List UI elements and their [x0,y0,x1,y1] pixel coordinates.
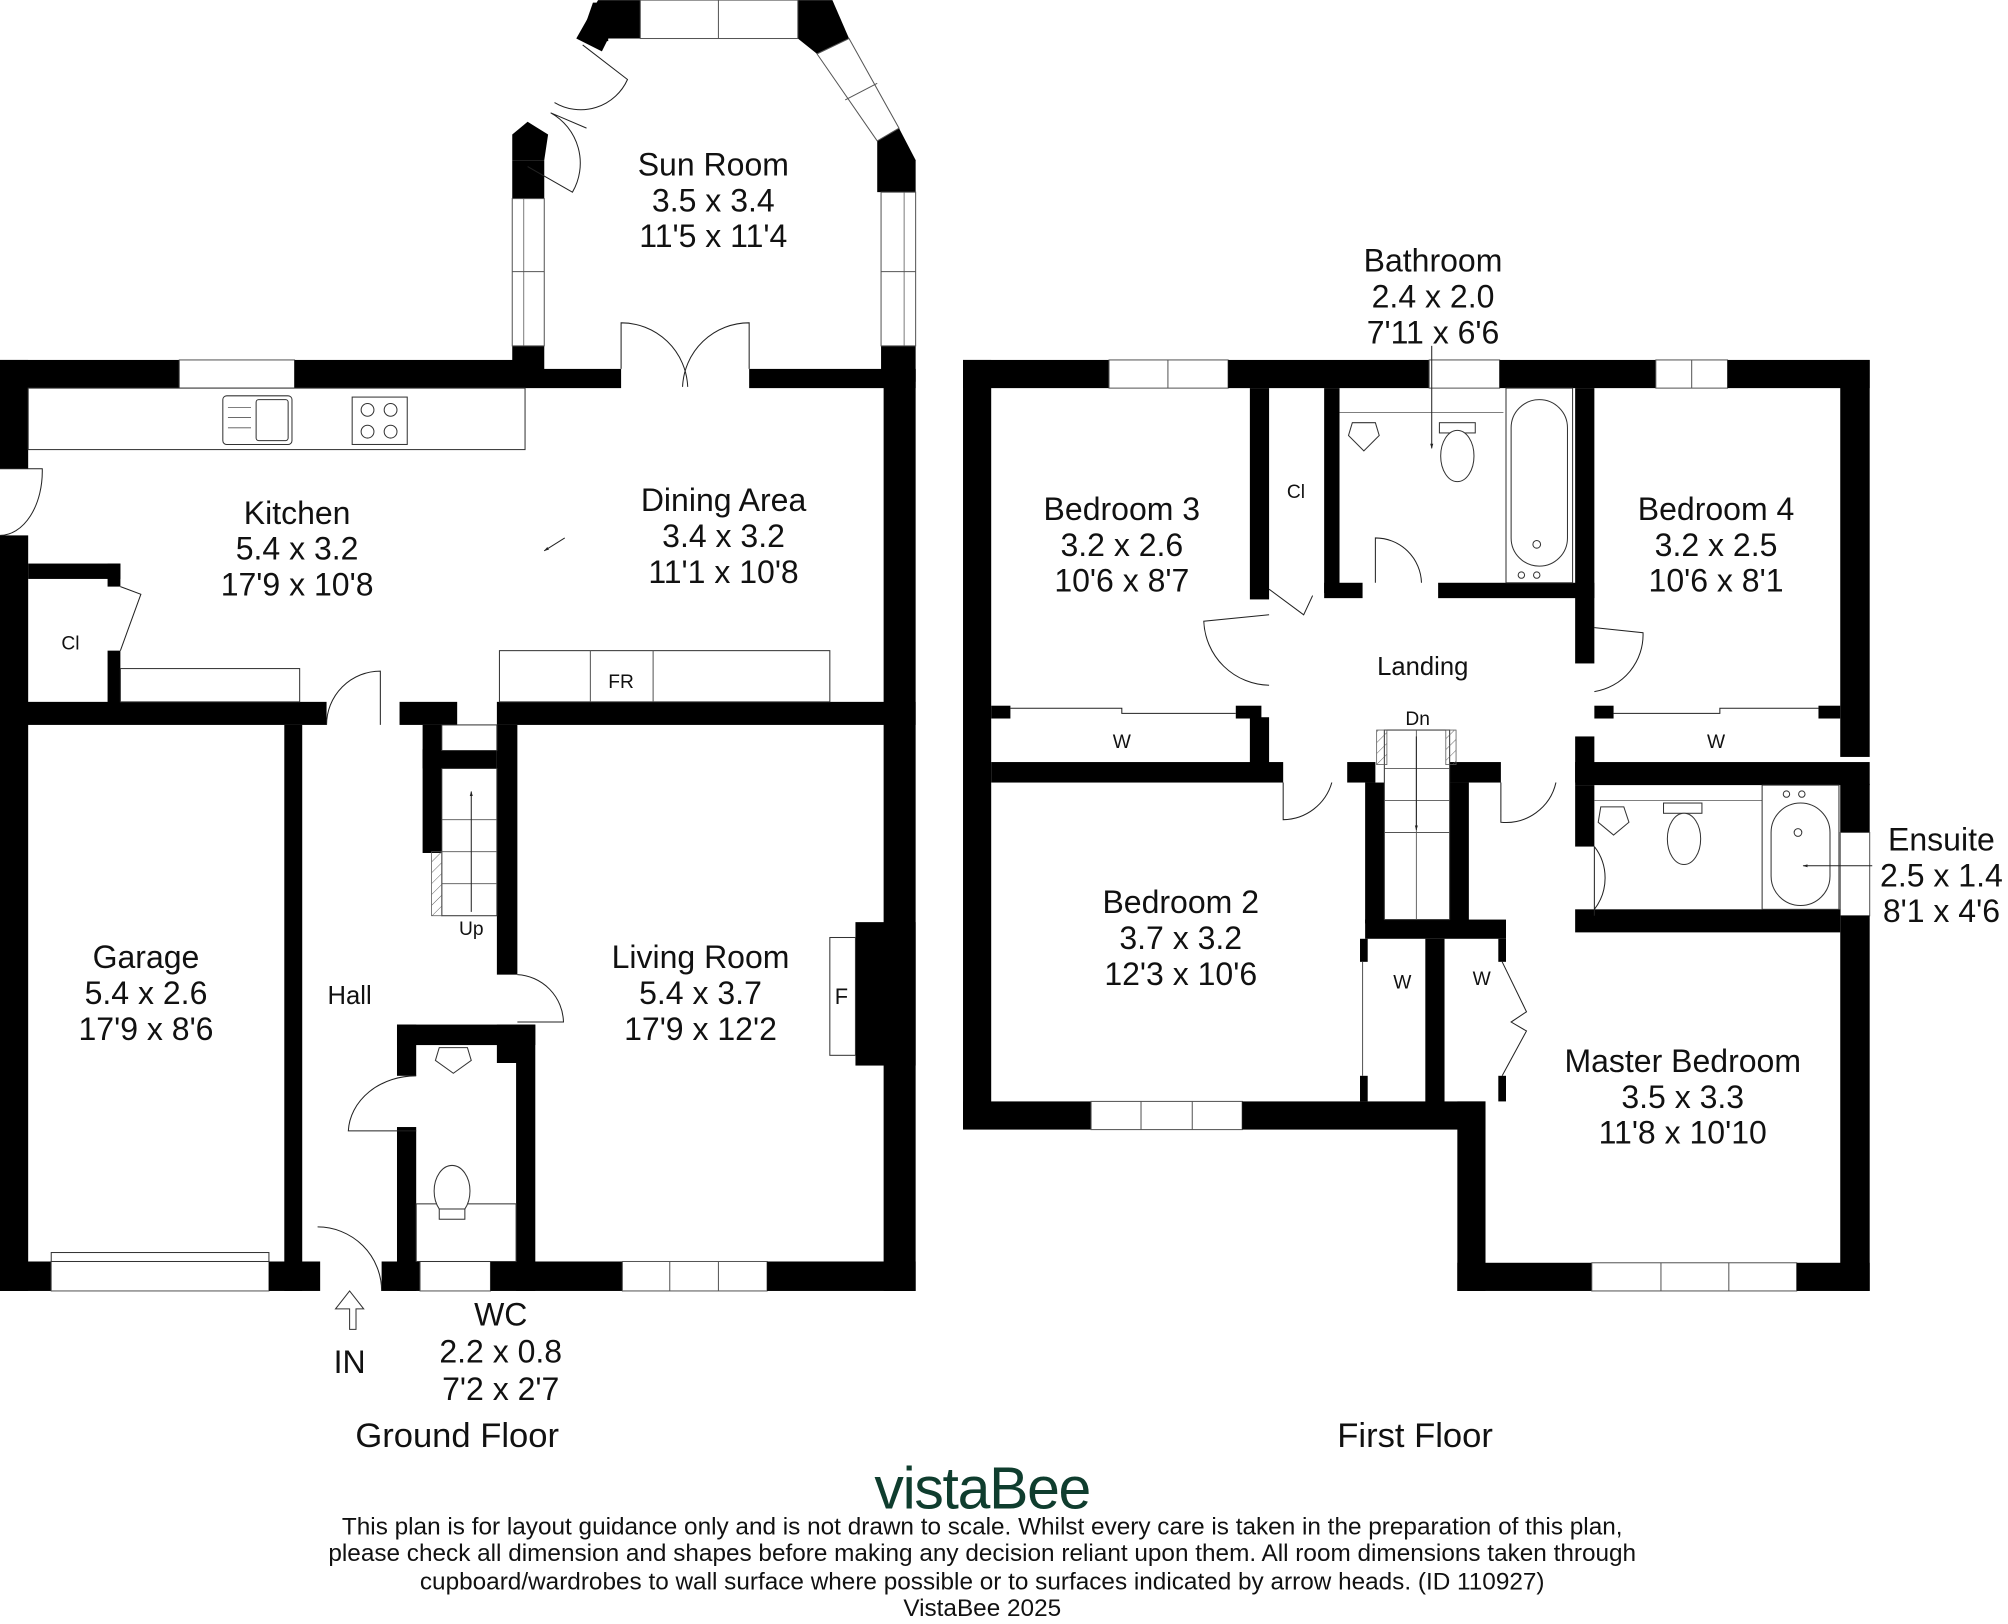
wardrobe-marker-bedroom-2: W [1393,973,1412,994]
stairs-down [1376,729,1457,921]
room-master-bedroom: Master Bedroom 3.5 x 3.3 11'8 x 10'10 [1564,1043,1801,1151]
vistabee-logo: vistaBee [874,1457,1090,1522]
room-name: Kitchen [244,495,351,531]
room-bathroom: Bathroom 2.4 x 2.0 7'11 x 6'6 [1364,243,1503,351]
ground-outer-walls [0,359,916,1292]
room-bedroom-4: Bedroom 4 3.2 x 2.5 10'6 x 8'1 [1638,491,1795,599]
room-bedroom-3: Bedroom 3 3.2 x 2.6 10'6 x 8'7 [1044,491,1201,599]
room-ensuite: Ensuite 2.5 x 1.4 8'1 x 4'6 [1880,821,2003,929]
disclaimer-line-2: please check all dimension and shapes be… [328,1540,1636,1567]
disclaimer-line-1: This plan is for layout guidance only an… [342,1513,1623,1540]
room-living-room: Living Room 5.4 x 3.7 17'9 x 12'2 [612,939,790,1047]
closet-marker: Cl [61,633,79,654]
room-name: Bathroom [1364,243,1503,279]
room-imperial: 17'9 x 10'8 [221,567,374,603]
room-name: Bedroom 4 [1638,491,1795,527]
fireplace-marker: F [835,984,848,1009]
room-imperial: 10'6 x 8'7 [1054,563,1189,599]
room-name: Master Bedroom [1564,1043,1801,1079]
room-metric: 2.2 x 0.8 [439,1334,562,1370]
first-floor-title: First Floor [1337,1417,1493,1455]
wardrobe-marker-master: W [1473,969,1492,990]
disclaimer-line-3: cupboard/wardrobes to wall surface where… [420,1568,1545,1595]
footer: vistaBee This plan is for layout guidanc… [328,1457,1636,1623]
room-metric: 3.2 x 2.5 [1655,527,1778,563]
ground-floor-labels: Sun Room 3.5 x 3.4 11'5 x 11'4 Kitchen 5… [61,147,848,1456]
room-metric: 3.2 x 2.6 [1060,527,1183,563]
room-imperial: 7'11 x 6'6 [1367,314,1500,350]
room-metric: 5.4 x 2.6 [85,975,208,1011]
room-name: Ensuite [1888,821,1995,857]
fridge-marker: FR [608,672,634,693]
disclaimer-line-4: VistaBee 2025 [903,1595,1061,1622]
first-floor-labels: Bathroom 2.4 x 2.0 7'11 x 6'6 Bedroom 3 … [1044,243,2003,1456]
room-sun-room: Sun Room 3.5 x 3.4 11'5 x 11'4 [638,147,789,255]
hall-doors [50,974,564,1291]
closet-marker: Cl [1287,482,1305,503]
room-metric: 3.5 x 3.3 [1621,1079,1744,1115]
room-name: WC [474,1297,527,1333]
room-name: Living Room [612,939,790,975]
room-metric: 5.4 x 3.2 [236,531,359,567]
room-imperial: 17'9 x 8'6 [78,1011,213,1047]
room-name: Dining Area [641,482,807,518]
room-imperial: 11'5 x 11'4 [639,218,787,254]
stairs-up [431,767,498,917]
room-imperial: 17'9 x 12'2 [624,1011,777,1047]
room-name: Garage [93,939,200,975]
room-dining-area: Dining Area 3.4 x 3.2 11'1 x 10'8 [641,482,807,590]
wardrobe-marker-bedroom-4: W [1707,732,1726,753]
entrance-arrow-icon [334,1290,365,1330]
ground-floor-plan [0,0,917,1292]
dimension-arrows [543,345,1434,552]
room-metric: 2.4 x 2.0 [1372,278,1495,314]
room-metric: 3.7 x 3.2 [1119,920,1242,956]
room-kitchen: Kitchen 5.4 x 3.2 17'9 x 10'8 [221,495,374,603]
entrance-label: IN [334,1344,366,1380]
kitchen-fittings [0,322,831,752]
room-metric: 2.5 x 1.4 [1880,857,2003,893]
room-imperial: 10'6 x 8'1 [1649,563,1784,599]
room-metric: 3.5 x 3.4 [652,182,775,218]
room-imperial: 11'8 x 10'10 [1599,1115,1767,1151]
room-imperial: 7'2 x 2'7 [442,1371,559,1407]
first-floor-plan [963,359,1873,1292]
room-metric: 5.4 x 3.7 [639,975,762,1011]
room-hall: Hall [328,982,372,1010]
ground-floor-title: Ground Floor [355,1417,559,1455]
room-name: Sun Room [638,147,789,183]
room-imperial: 11'1 x 10'8 [648,554,798,590]
room-imperial: 12'3 x 10'6 [1104,956,1257,992]
room-metric: 3.4 x 3.2 [662,518,785,554]
room-landing: Landing [1377,653,1468,681]
stairs-down-label: Dn [1405,709,1430,730]
room-wc: WC 2.2 x 0.8 7'2 x 2'7 [439,1297,562,1407]
stairs-up-label: Up [459,919,484,940]
room-bedroom-2: Bedroom 2 3.7 x 3.2 12'3 x 10'6 [1102,884,1259,992]
wardrobe-marker-bedroom-3: W [1113,732,1132,753]
room-imperial: 8'1 x 4'6 [1883,893,2000,929]
room-garage: Garage 5.4 x 2.6 17'9 x 8'6 [78,939,213,1047]
room-name: Bedroom 3 [1044,491,1201,527]
room-name: Bedroom 2 [1102,884,1259,920]
